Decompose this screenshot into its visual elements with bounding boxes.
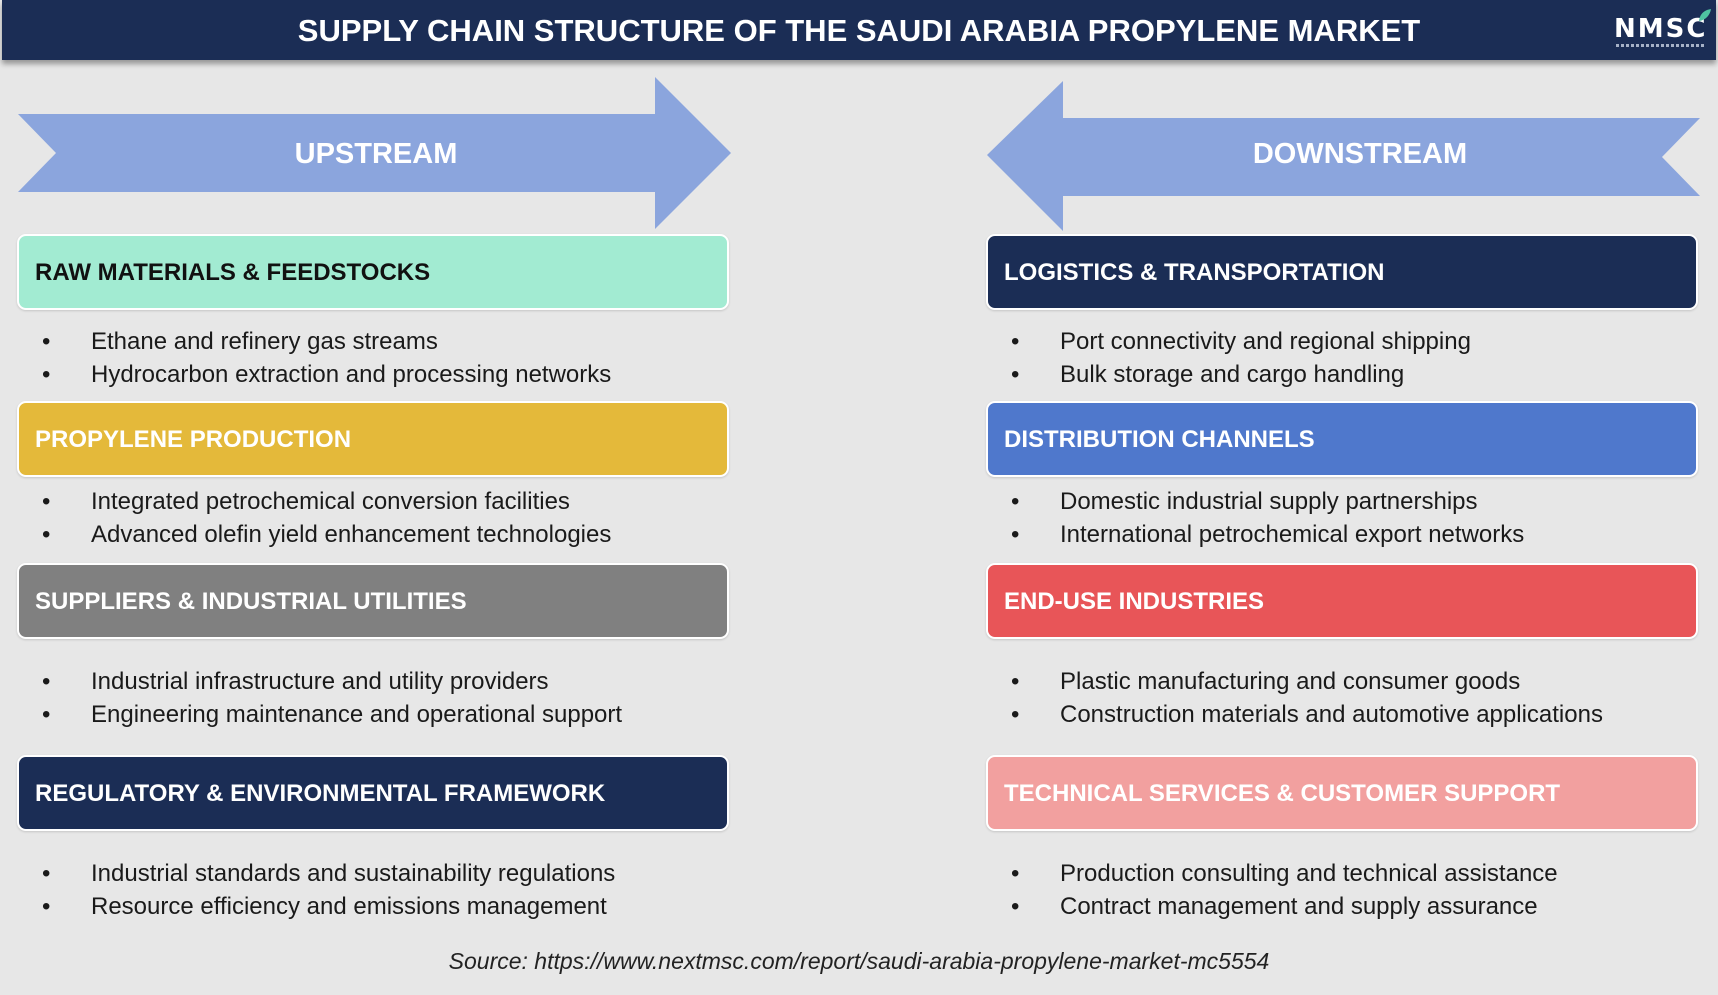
page-title: SUPPLY CHAIN STRUCTURE OF THE SAUDI ARAB… <box>297 13 1421 48</box>
nmsc-logo: NMSC <box>1614 9 1711 50</box>
stage-title: TECHNICAL SERVICES & CUSTOMER SUPPORT <box>1004 780 1561 807</box>
stage-bullets-propylene-production: •Integrated petrochemical conversion fac… <box>24 485 611 551</box>
stage-title: PROPYLENE PRODUCTION <box>35 426 352 453</box>
stage-title: LOGISTICS & TRANSPORTATION <box>1004 259 1385 286</box>
stage-bar-suppliers-utilities: SUPPLIERS & INDUSTRIAL UTILITIES <box>17 563 729 639</box>
upstream-label: UPSTREAM <box>294 138 458 170</box>
downstream-label: DOWNSTREAM <box>1252 138 1468 170</box>
stage-bullets-distribution-channels: •Domestic industrial supply partnerships… <box>993 485 1524 551</box>
upstream-arrow-shape <box>18 77 731 229</box>
title-banner: SUPPLY CHAIN STRUCTURE OF THE SAUDI ARAB… <box>2 0 1716 60</box>
stage-bar-regulatory-framework: REGULATORY & ENVIRONMENTAL FRAMEWORK <box>17 755 729 831</box>
stage-title: DISTRIBUTION CHANNELS <box>1004 426 1315 453</box>
list-item: •Resource efficiency and emissions manag… <box>42 893 607 920</box>
list-item: •Engineering maintenance and operational… <box>42 701 623 728</box>
list-item: •Port connectivity and regional shipping <box>1011 328 1471 355</box>
stage-bar-end-use-industries: END-USE INDUSTRIES <box>986 563 1698 639</box>
downstream-arrow-shape <box>987 81 1700 231</box>
list-item: •Plastic manufacturing and consumer good… <box>1011 668 1521 695</box>
stage-title: SUPPLIERS & INDUSTRIAL UTILITIES <box>35 588 467 615</box>
list-item: •Industrial standards and sustainability… <box>42 860 616 887</box>
stage-bar-raw-materials: RAW MATERIALS & FEEDSTOCKS <box>17 234 729 310</box>
list-item: •Production consulting and technical ass… <box>1011 860 1558 887</box>
stage-bar-logistics: LOGISTICS & TRANSPORTATION <box>986 234 1698 310</box>
stage-bullets-suppliers-utilities: •Industrial infrastructure and utility p… <box>24 665 622 731</box>
list-item: •Industrial infrastructure and utility p… <box>42 668 549 695</box>
stage-title: END-USE INDUSTRIES <box>1004 588 1265 615</box>
stage-bullets-raw-materials: •Ethane and refinery gas streams •Hydroc… <box>24 325 611 391</box>
list-item: •Contract management and supply assuranc… <box>1011 893 1538 920</box>
list-item: •Domestic industrial supply partnerships <box>1011 488 1478 515</box>
stage-bullets-technical-services: •Production consulting and technical ass… <box>993 857 1558 923</box>
stage-bar-technical-services: TECHNICAL SERVICES & CUSTOMER SUPPORT <box>986 755 1698 831</box>
list-item: •Construction materials and automotive a… <box>1011 701 1603 728</box>
list-item: •International petrochemical export netw… <box>1011 521 1525 548</box>
leaf-icon <box>1699 9 1711 21</box>
stage-title: RAW MATERIALS & FEEDSTOCKS <box>35 259 431 286</box>
list-item: •Hydrocarbon extraction and processing n… <box>42 361 612 388</box>
list-item: •Ethane and refinery gas streams <box>42 328 438 355</box>
list-item: •Advanced olefin yield enhancement techn… <box>42 521 612 548</box>
logo-tagline-graphic <box>1616 44 1706 47</box>
stage-bullets-regulatory-framework: •Industrial standards and sustainability… <box>24 857 615 923</box>
stage-title: REGULATORY & ENVIRONMENTAL FRAMEWORK <box>35 780 606 807</box>
list-item: •Bulk storage and cargo handling <box>1011 361 1405 388</box>
list-item: •Integrated petrochemical conversion fac… <box>42 488 570 515</box>
stage-bullets-logistics: •Port connectivity and regional shipping… <box>993 325 1471 391</box>
stage-bar-propylene-production: PROPYLENE PRODUCTION <box>17 401 729 477</box>
stage-bar-distribution-channels: DISTRIBUTION CHANNELS <box>986 401 1698 477</box>
source-citation: Source: https://www.nextmsc.com/report/s… <box>448 948 1270 974</box>
logo-wordmark: NMSC <box>1614 14 1708 44</box>
stage-bullets-end-use-industries: •Plastic manufacturing and consumer good… <box>993 665 1603 731</box>
